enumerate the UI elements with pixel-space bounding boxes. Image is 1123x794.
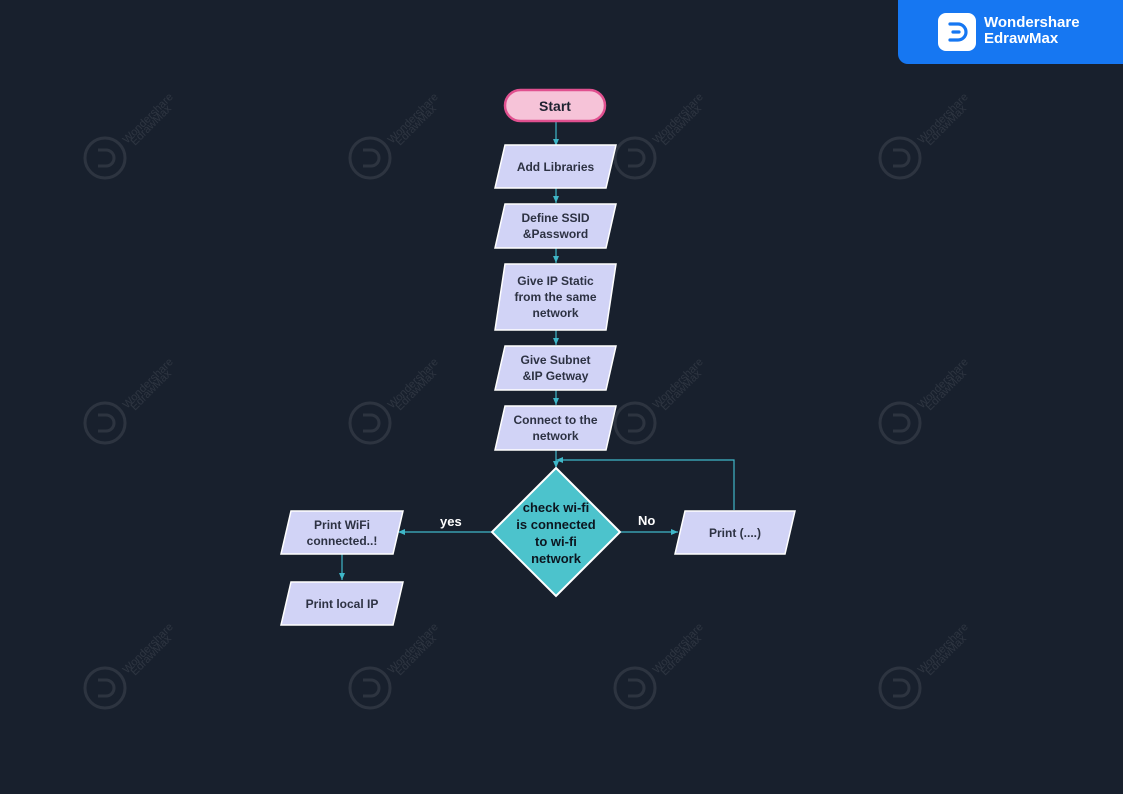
brand-name: Wondershare EdrawMax	[984, 15, 1080, 47]
brand-badge: Wondershare EdrawMax	[898, 0, 1123, 64]
svg-text:Wondershare: Wondershare	[651, 621, 706, 676]
edrawmax-watermark-icon	[878, 666, 922, 710]
brand-line2: EdrawMax	[984, 30, 1059, 47]
print-local-ip: Print local IP	[305, 596, 379, 611]
step-define-ssid-shape	[494, 203, 617, 249]
start-terminal	[503, 88, 607, 123]
edrawmax-watermark-icon	[83, 401, 127, 445]
edrawmax-watermark-icon	[348, 136, 392, 180]
step-static-ip: Give IP Static from the same network	[514, 274, 597, 320]
svg-text:Wondershare: Wondershare	[386, 356, 441, 411]
edrawmax-watermark-icon	[83, 136, 127, 180]
svg-text:Wondershare: Wondershare	[916, 356, 971, 411]
start-label: Start	[539, 97, 571, 114]
svg-text:Wondershare: Wondershare	[121, 356, 176, 411]
decision-diamond	[490, 466, 622, 598]
edrawmax-logo-icon	[938, 13, 976, 51]
yes-label: yes	[440, 514, 462, 529]
connectors	[339, 122, 735, 580]
edrawmax-watermark-icon	[613, 136, 657, 180]
step-connect-shape	[494, 405, 617, 451]
brand-line1: Wondershare	[984, 14, 1080, 31]
step-connect: Connect to the network	[513, 413, 598, 443]
print-wifi-connected: Print WiFi connected..!	[306, 517, 378, 548]
svg-text:Wondershare: Wondershare	[386, 91, 441, 146]
print-dots-shape	[674, 510, 796, 555]
step-subnet: Give Subnet &IP Getway	[520, 353, 591, 383]
step-add-libraries: Add Libraries	[516, 159, 595, 174]
no-label: No	[638, 513, 656, 528]
edge-retry-loop	[556, 457, 735, 510]
edrawmax-watermark-icon	[878, 401, 922, 445]
edrawmax-watermark-icon	[613, 666, 657, 710]
print-wifi-connected-shape	[280, 510, 404, 555]
svg-text:Wondershare: Wondershare	[121, 91, 176, 146]
edrawmax-watermark-icon	[348, 666, 392, 710]
decision-label: check wi-fi is connected to wi-fi networ…	[516, 500, 596, 566]
edrawmax-watermark-icon	[878, 136, 922, 180]
step-subnet-shape	[494, 345, 617, 391]
print-local-ip-shape	[280, 581, 404, 626]
edrawmax-watermark-icon	[83, 666, 127, 710]
step-define-ssid: Define SSID &Password	[521, 211, 590, 241]
step-static-ip-shape	[494, 263, 617, 331]
edrawmax-watermark-icon	[348, 401, 392, 445]
print-dots: Print (....)	[709, 525, 761, 540]
edrawmax-watermark-icon	[613, 401, 657, 445]
svg-text:Wondershare: Wondershare	[386, 621, 441, 676]
svg-text:Wondershare: Wondershare	[916, 91, 971, 146]
svg-text:Wondershare: Wondershare	[916, 621, 971, 676]
svg-text:Wondershare: Wondershare	[121, 621, 176, 676]
svg-text:Wondershare: Wondershare	[651, 91, 706, 146]
step-add-libraries-shape	[494, 144, 617, 189]
svg-text:Wondershare: Wondershare	[651, 356, 706, 411]
